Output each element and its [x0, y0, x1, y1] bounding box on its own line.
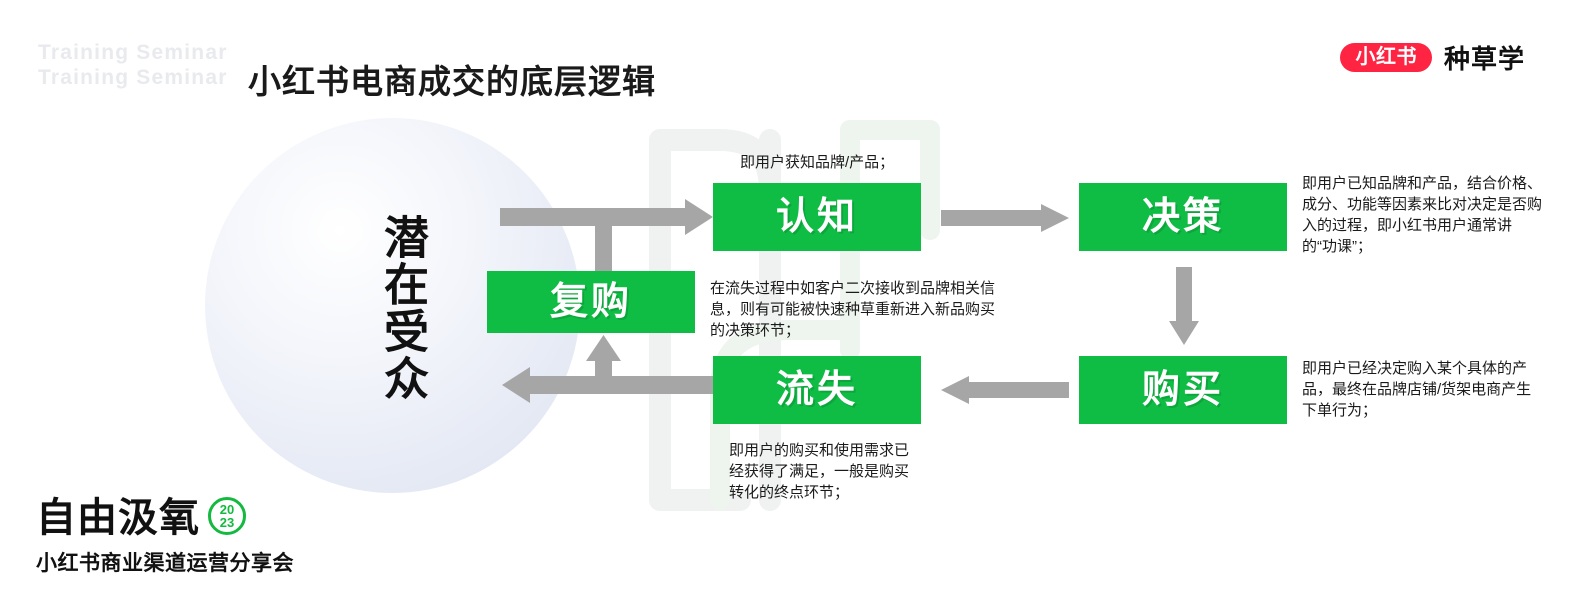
page-title: 小红书电商成交的底层逻辑: [248, 63, 656, 100]
zhongcaoxue-logo-text: 种草学: [1443, 44, 1525, 74]
arrow-purchase-to-loss: [941, 376, 1069, 404]
node-decision-label: 决策: [1141, 196, 1224, 238]
arrow-cognition-to-decision: [941, 204, 1069, 232]
node-repurchase[interactable]: 复购: [487, 271, 695, 333]
caption-cognition: 即用户获知品牌/产品；: [740, 154, 895, 171]
node-cognition[interactable]: 认知: [713, 183, 921, 251]
node-purchase-label: 购买: [1141, 369, 1224, 411]
caption-repurchase: 在流失过程中如客户二次接收到品牌相关信息，则有可能被快速种草重新进入新品购买的决…: [710, 280, 996, 339]
footer-branding: 自由汲氧 20 23 小红书商业渠道运营分享会: [36, 495, 294, 577]
year-badge-bottom: 23: [219, 515, 235, 530]
node-purchase[interactable]: 购买: [1079, 356, 1287, 424]
arrow-audience-to-cognition: [500, 199, 713, 276]
brand-logo: 小红书 种草学: [1340, 39, 1525, 76]
caption-loss: 即用户的购买和使用需求已经获得了满足，一般是购买转化的终点环节；: [729, 442, 910, 501]
seminar-kicker-line-1: Training Seminar: [38, 41, 228, 64]
node-cognition-label: 认知: [775, 196, 858, 238]
node-loss-label: 流失: [775, 369, 858, 411]
year-badge-icon: 20 23: [208, 497, 246, 535]
footer-brand-row: 自由汲氧 20 23: [36, 495, 294, 541]
footer-brand-name: 自由汲氧: [36, 496, 200, 540]
node-repurchase-label: 复购: [549, 281, 632, 323]
xiaohongshu-logo-pill: 小红书: [1340, 43, 1432, 72]
node-decision[interactable]: 决策: [1079, 183, 1287, 251]
potential-audience-label: 潜在受众: [377, 214, 428, 402]
caption-decision: 即用户已知品牌和产品，结合价格、成分、功能等因素来比对决定是否购入的过程，即小红…: [1302, 175, 1543, 255]
node-loss[interactable]: 流失: [713, 356, 921, 424]
caption-purchase: 即用户已经决定购入某个具体的产品，最终在品牌店铺/货架电商产生下单行为；: [1302, 360, 1532, 419]
arrow-decision-to-purchase: [1169, 267, 1199, 345]
footer-subtitle: 小红书商业渠道运营分享会: [36, 552, 294, 575]
seminar-kicker-line-2: Training Seminar: [38, 66, 228, 89]
year-badge-top: 20: [219, 502, 235, 517]
arrow-loss-to-audience: [502, 335, 715, 403]
seminar-kicker: Training Seminar Training Seminar: [38, 40, 228, 90]
